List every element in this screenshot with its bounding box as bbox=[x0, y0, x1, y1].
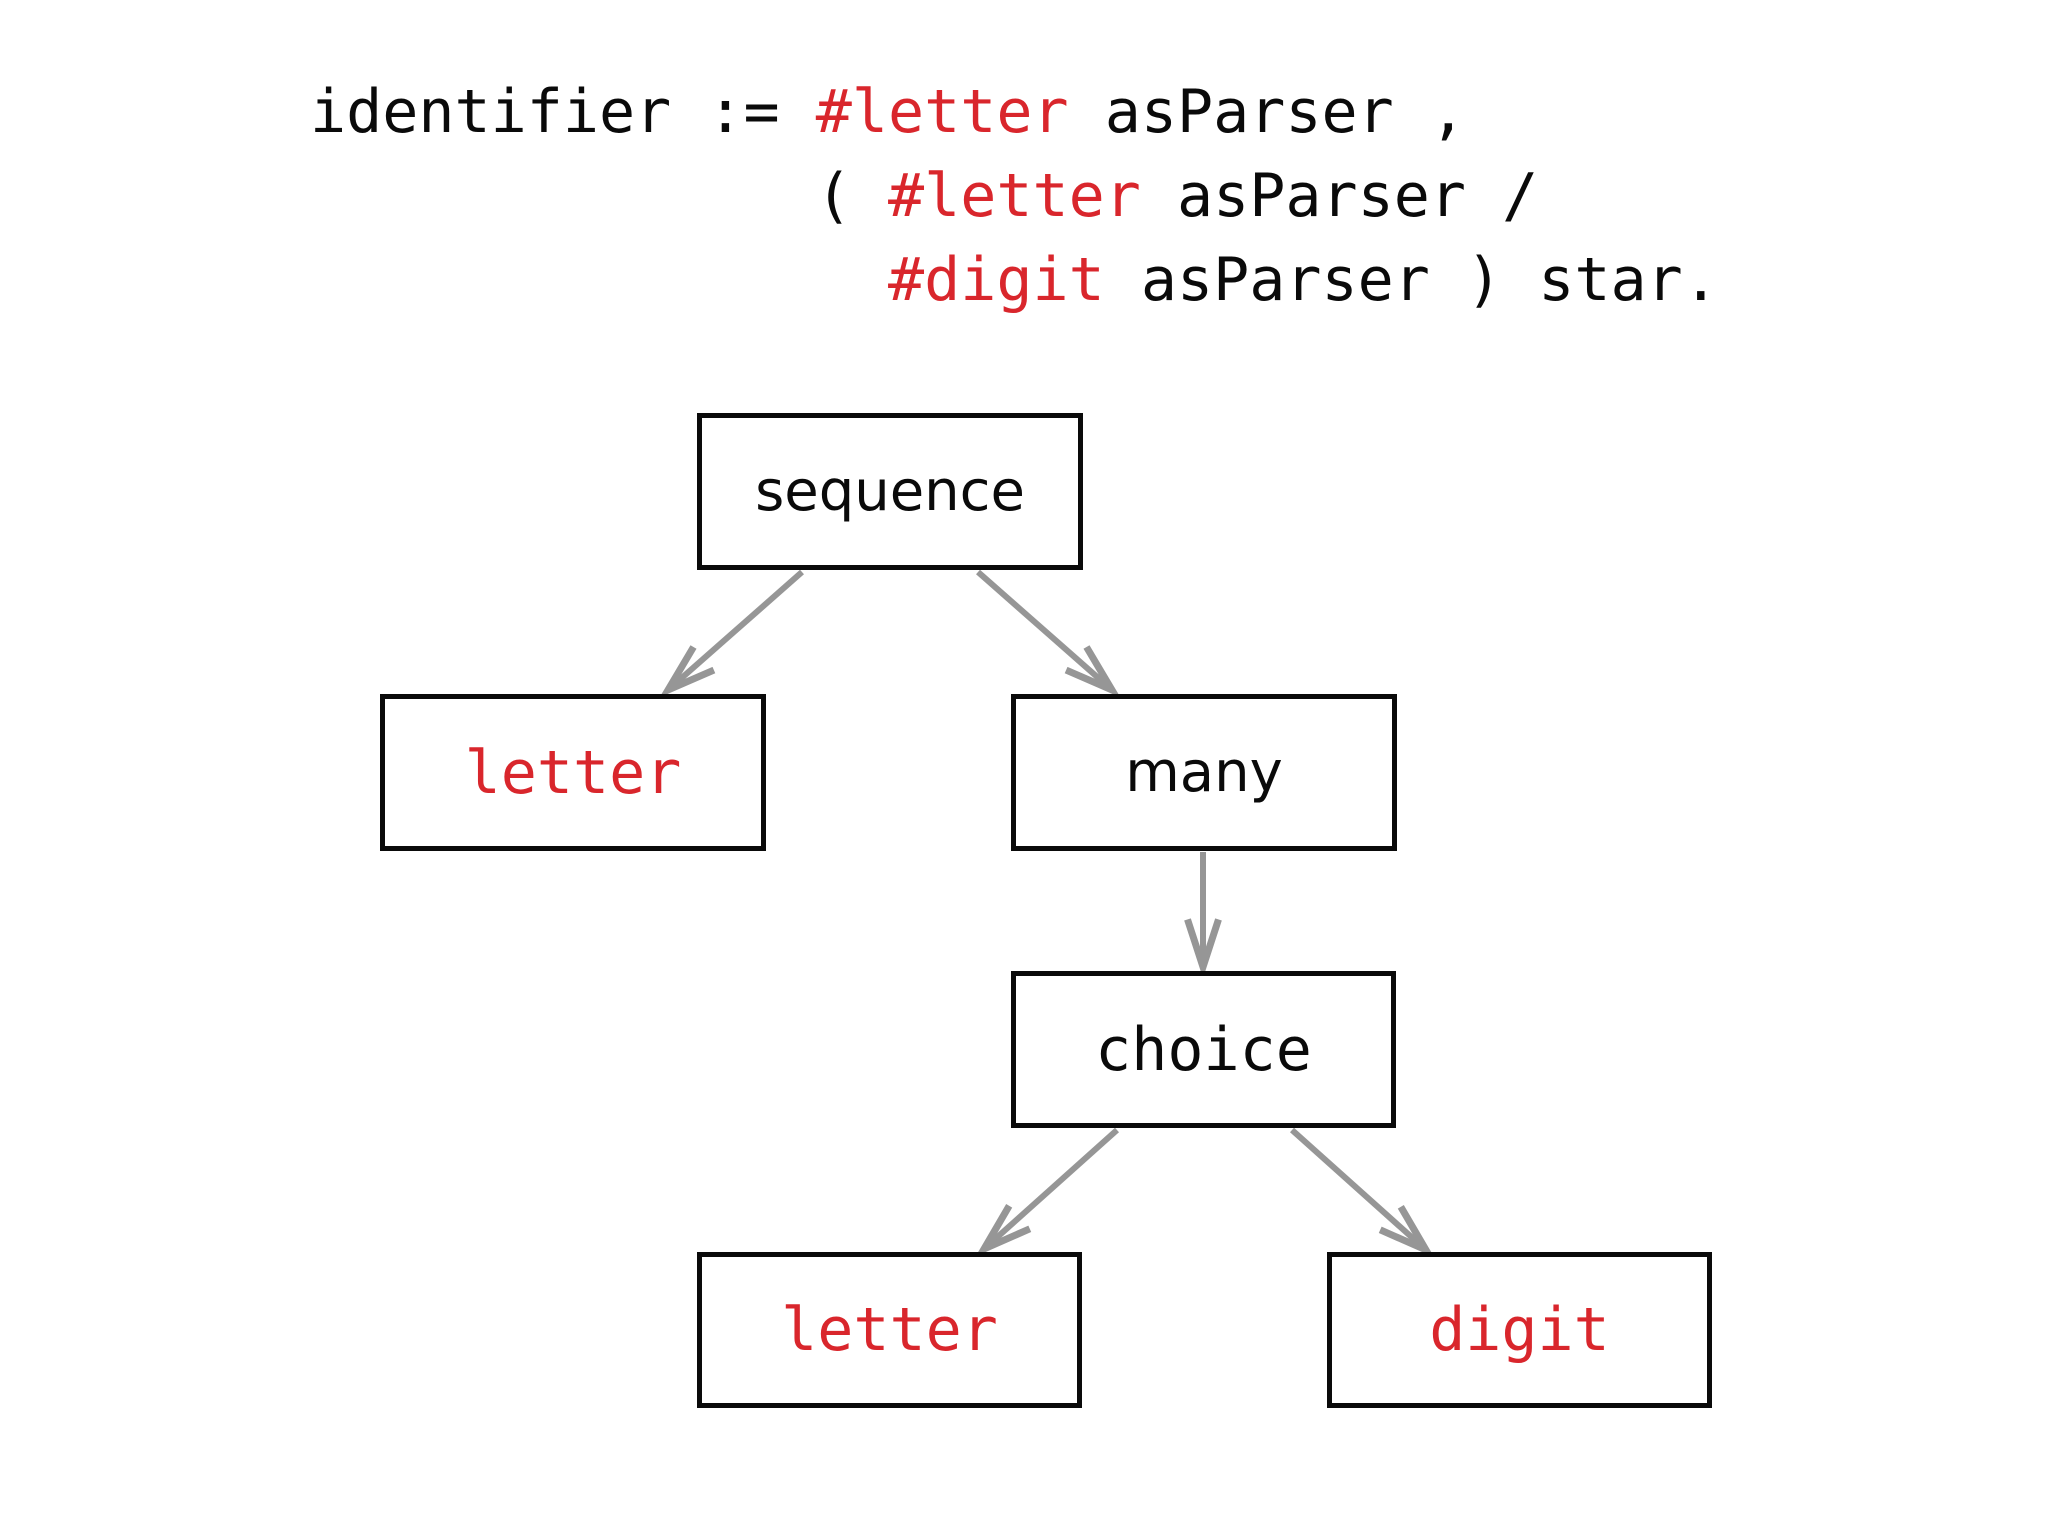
edge-sequence-letter-left bbox=[659, 569, 804, 698]
code-token-symbol: #letter bbox=[815, 77, 1069, 147]
tree-node-choice: choice bbox=[1011, 971, 1396, 1128]
tree-node-label: choice bbox=[1095, 1014, 1312, 1085]
code-token-symbol: #letter bbox=[887, 161, 1141, 231]
code-token-plain bbox=[310, 245, 888, 315]
tree-node-sequence: sequence bbox=[697, 413, 1083, 570]
tree-node-label: sequence bbox=[755, 459, 1025, 524]
arrow-head bbox=[659, 645, 716, 698]
arrow-shaft bbox=[981, 1127, 1120, 1252]
arrow-head bbox=[975, 1204, 1032, 1257]
code-token-plain: identifier := bbox=[310, 77, 816, 147]
tree-node-label: letter bbox=[464, 737, 682, 808]
arrow-shaft bbox=[666, 569, 804, 693]
arrow-shaft bbox=[1289, 1127, 1429, 1253]
edge-sequence-many bbox=[976, 569, 1121, 698]
tree-node-many: many bbox=[1011, 694, 1397, 851]
code-line: ( #letter asParser / bbox=[310, 161, 1538, 231]
code-token-plain: asParser , bbox=[1068, 77, 1466, 147]
arrow-head bbox=[1184, 918, 1222, 979]
tree-node-letter-left: letter bbox=[380, 694, 766, 851]
edge-many-choice bbox=[1184, 852, 1222, 979]
tree-node-digit: digit bbox=[1327, 1252, 1712, 1408]
code-token-plain: asParser ) star. bbox=[1104, 245, 1719, 315]
code-token-plain: asParser / bbox=[1140, 161, 1539, 231]
code-token-symbol: #digit bbox=[887, 245, 1105, 315]
code-line: identifier := #letter asParser , bbox=[310, 77, 1466, 147]
arrow-head bbox=[1378, 1205, 1435, 1258]
tree-node-label: letter bbox=[781, 1295, 998, 1365]
arrow-head bbox=[1064, 645, 1121, 698]
arrow-shaft bbox=[976, 569, 1114, 693]
tree-node-letter-bottom: letter bbox=[697, 1252, 1082, 1408]
edge-choice-letter-bottom bbox=[975, 1127, 1120, 1257]
tree-node-label: many bbox=[1125, 740, 1283, 805]
code-line: #digit asParser ) star. bbox=[310, 245, 1719, 315]
code-token-plain: ( bbox=[310, 161, 888, 231]
tree-node-label: digit bbox=[1429, 1295, 1610, 1365]
edge-choice-digit bbox=[1289, 1127, 1435, 1258]
code-snippet: identifier := #letter asParser , ( #lett… bbox=[310, 70, 1719, 322]
